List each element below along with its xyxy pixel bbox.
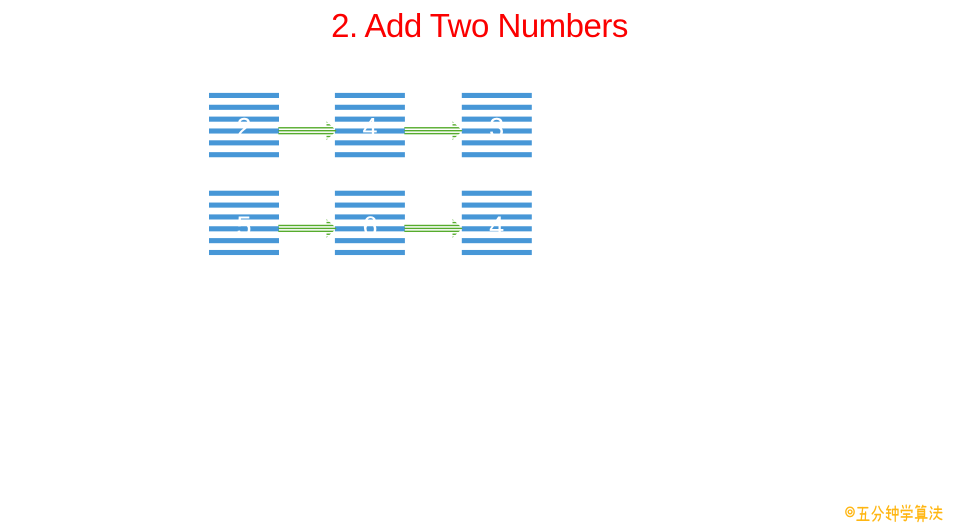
svg-text:4: 4 bbox=[362, 112, 377, 142]
svg-text:4: 4 bbox=[489, 211, 504, 241]
svg-text:3: 3 bbox=[489, 112, 504, 142]
svg-text:6: 6 bbox=[362, 211, 377, 241]
svg-text:2: 2 bbox=[236, 112, 251, 142]
svg-text:5: 5 bbox=[236, 211, 251, 241]
